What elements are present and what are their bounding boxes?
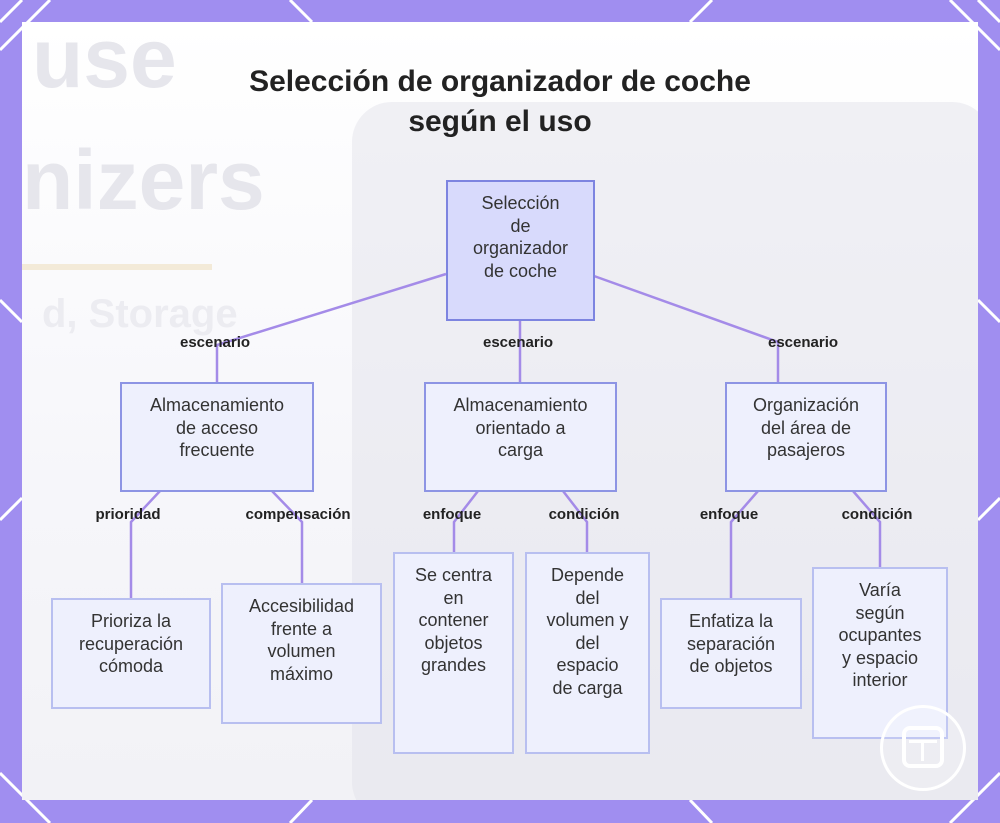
edge-root-c	[593, 274, 780, 382]
node-cargo-storage: Almacenamiento orientado a carga	[424, 382, 617, 492]
organizer-logo-icon	[902, 726, 944, 768]
edge-root-a	[215, 272, 447, 382]
edge-a-a2	[271, 490, 304, 584]
edge-label-c-c1: enfoque	[699, 506, 759, 523]
edge-b-b2	[562, 490, 589, 553]
edge-c-c2	[852, 490, 882, 568]
background-text-2: nizers	[22, 133, 265, 227]
background-text-1: use	[32, 22, 177, 105]
edge-label-root-b: escenario	[482, 334, 554, 351]
edge-a-a1	[129, 490, 161, 600]
edge-label-root-a: escenario	[179, 334, 251, 351]
node-comfortable-retrieval: Prioriza la recuperación cómoda	[51, 598, 211, 709]
node-root: Selección de organizador de coche	[446, 180, 595, 321]
edge-label-b-b1: enfoque	[422, 506, 482, 523]
edge-b-b1	[452, 490, 479, 553]
edge-c-c1	[729, 490, 759, 600]
edge-label-root-c: escenario	[767, 334, 839, 351]
node-cargo-volume: Depende del volumen y del espacio de car…	[525, 552, 650, 754]
background-accent-bar	[22, 264, 212, 270]
background-text-3: d, Storage	[42, 292, 238, 336]
node-object-separation: Enfatiza la separación de objetos	[660, 598, 802, 709]
node-frequent-access: Almacenamiento de acceso frecuente	[120, 382, 314, 492]
logo-badge	[880, 705, 966, 791]
node-accessibility-tradeoff: Accesibilidad frente a volumen máximo	[221, 583, 382, 724]
node-large-objects: Se centra en contener objetos grandes	[393, 552, 514, 754]
edge-label-a-a1: prioridad	[95, 506, 161, 523]
edge-label-a-a2: compensación	[245, 506, 351, 523]
edge-label-c-c2: condición	[841, 506, 913, 523]
edge-label-b-b2: condición	[548, 506, 620, 523]
diagram-title: Selección de organizador de coche según …	[249, 65, 751, 138]
node-passenger-area: Organización del área de pasajeros	[725, 382, 887, 492]
